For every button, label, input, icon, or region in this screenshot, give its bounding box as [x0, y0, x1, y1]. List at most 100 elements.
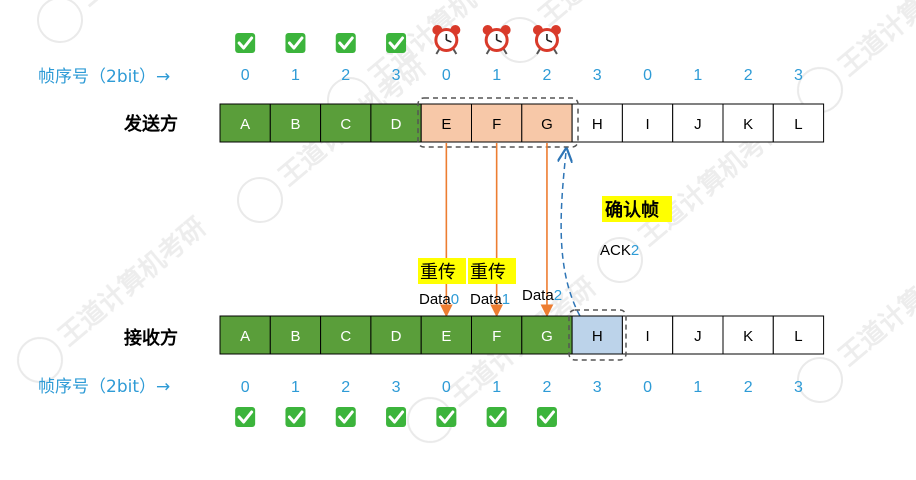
bottom-seq-9: 1	[693, 379, 702, 396]
top-seq-8: 0	[643, 67, 652, 84]
sender-cell-label-e: E	[441, 116, 451, 133]
bottom-seq-6: 2	[542, 379, 551, 396]
alarm-clock-icon-4	[432, 25, 461, 55]
top-seq-9: 1	[693, 67, 702, 84]
sender-cell-c	[320, 103, 372, 143]
retransmit-arrows	[439, 143, 554, 318]
receiver-cell-label-b: B	[290, 328, 300, 345]
seq-label-top: 帧序号（2bit）→	[38, 67, 170, 87]
sender-cell-j	[672, 103, 724, 143]
top-seq-0: 0	[241, 67, 250, 84]
bottom-seq-11: 3	[794, 379, 803, 396]
receiver-cell-label-f: F	[492, 328, 501, 345]
alarm-clock-icon-5	[482, 25, 511, 55]
receiver-cell-j	[672, 315, 724, 355]
receiver-check-icon-3	[386, 407, 407, 427]
receiver-label: 接收方	[124, 327, 178, 349]
sender-check-icon-1	[285, 33, 306, 53]
sender-cell-label-g: G	[541, 116, 553, 133]
sender-cell-label-i: I	[645, 116, 649, 133]
watermark-1: 王道计算机考研	[497, 0, 692, 63]
sender-cell-label-c: C	[340, 116, 351, 133]
ack-label: ACK2	[600, 242, 639, 259]
top-seq-4: 0	[442, 67, 451, 84]
sender-check-icon-0	[235, 33, 256, 53]
sender-cell-label-j: J	[694, 116, 702, 133]
receiver-cell-label-a: A	[240, 328, 250, 345]
sender-check-icon-2	[335, 33, 356, 53]
receiver-cell-label-i: I	[645, 328, 649, 345]
ack-title-highlight	[602, 196, 672, 222]
receiver-check-icon-1	[285, 407, 306, 427]
top-seq-5: 1	[492, 67, 501, 84]
watermark-0: 王道计算机考研	[37, 0, 232, 43]
top-seq-7: 3	[593, 67, 602, 84]
receiver-cell-k	[722, 315, 774, 355]
watermark-2: 王道计算机考研	[797, 0, 916, 113]
data-label-2: Data2	[522, 287, 562, 304]
receiver-check-icon-6	[536, 407, 557, 427]
sender-cell-a	[219, 103, 271, 143]
retransmit-highlight-2	[468, 258, 516, 284]
retransmit-label-1: 重传	[420, 262, 456, 283]
svg-text:王道计算机考研: 王道计算机考研	[73, 0, 232, 12]
seq-label-bottom: 帧序号（2bit）→	[38, 377, 170, 397]
receiver-cell-i	[621, 315, 674, 355]
sender-cell-label-a: A	[240, 116, 250, 133]
retransmit-label-2: 重传	[470, 262, 506, 283]
top-seq-6: 2	[542, 67, 551, 84]
sender-cell-b	[269, 103, 322, 143]
sender-cell-k	[722, 103, 774, 143]
receiver-cell-label-g: G	[541, 328, 553, 345]
receiver-status-icons	[235, 407, 557, 427]
retransmit-highlight-1	[418, 258, 466, 284]
bottom-seq-3: 3	[392, 379, 401, 396]
receiver-check-icon-0	[235, 407, 256, 427]
receiver-cell-label-d: D	[391, 328, 402, 345]
sender-status-icons	[235, 25, 561, 55]
bottom-seq-0: 0	[241, 379, 250, 396]
data-label-1: Data1	[470, 291, 510, 308]
watermark-5: 王道计算机考研	[17, 211, 212, 383]
receiver-check-icon-4	[436, 407, 457, 427]
bottom-seq-8: 0	[643, 379, 652, 396]
top-seq-2: 2	[341, 67, 350, 84]
sender-cell-label-l: L	[794, 116, 802, 133]
bottom-seq-10: 2	[744, 379, 753, 396]
top-seq-11: 3	[794, 67, 803, 84]
top-seq-3: 3	[392, 67, 401, 84]
sender-label: 发送方	[123, 113, 178, 135]
sender-cell-label-d: D	[391, 116, 402, 133]
receiver-cell-label-c: C	[340, 328, 351, 345]
receiver-cell-label-e: E	[441, 328, 451, 345]
sender-cell-label-h: H	[592, 116, 603, 133]
sender-cell-l	[772, 103, 825, 143]
receiver-cell-label-k: K	[743, 328, 753, 345]
top-seq-1: 1	[291, 67, 300, 84]
receiver-cell-l	[772, 315, 825, 355]
ack-title: 确认帧	[605, 199, 659, 221]
sender-cell-d	[370, 103, 422, 143]
sender-cell-label-f: F	[492, 116, 501, 133]
svg-text:王道计算机考研: 王道计算机考研	[833, 0, 916, 82]
sender-cell-label-k: K	[743, 116, 753, 133]
receiver-cell-a	[219, 315, 271, 355]
bottom-seq-4: 0	[442, 379, 451, 396]
bottom-seq-5: 1	[492, 379, 501, 396]
receiver-window-outline	[568, 309, 627, 361]
receiver-cell-label-j: J	[694, 328, 702, 345]
sender-window-outline	[417, 97, 579, 148]
svg-text:王道计算机考研: 王道计算机考研	[833, 231, 916, 372]
bottom-seq-1: 1	[291, 379, 300, 396]
receiver-cell-f	[471, 315, 523, 355]
alarm-clock-icon-6	[532, 25, 561, 55]
sender-check-icon-3	[386, 33, 407, 53]
data-label-0: Data0	[419, 291, 459, 308]
receiver-cell-label-h: H	[592, 328, 603, 345]
